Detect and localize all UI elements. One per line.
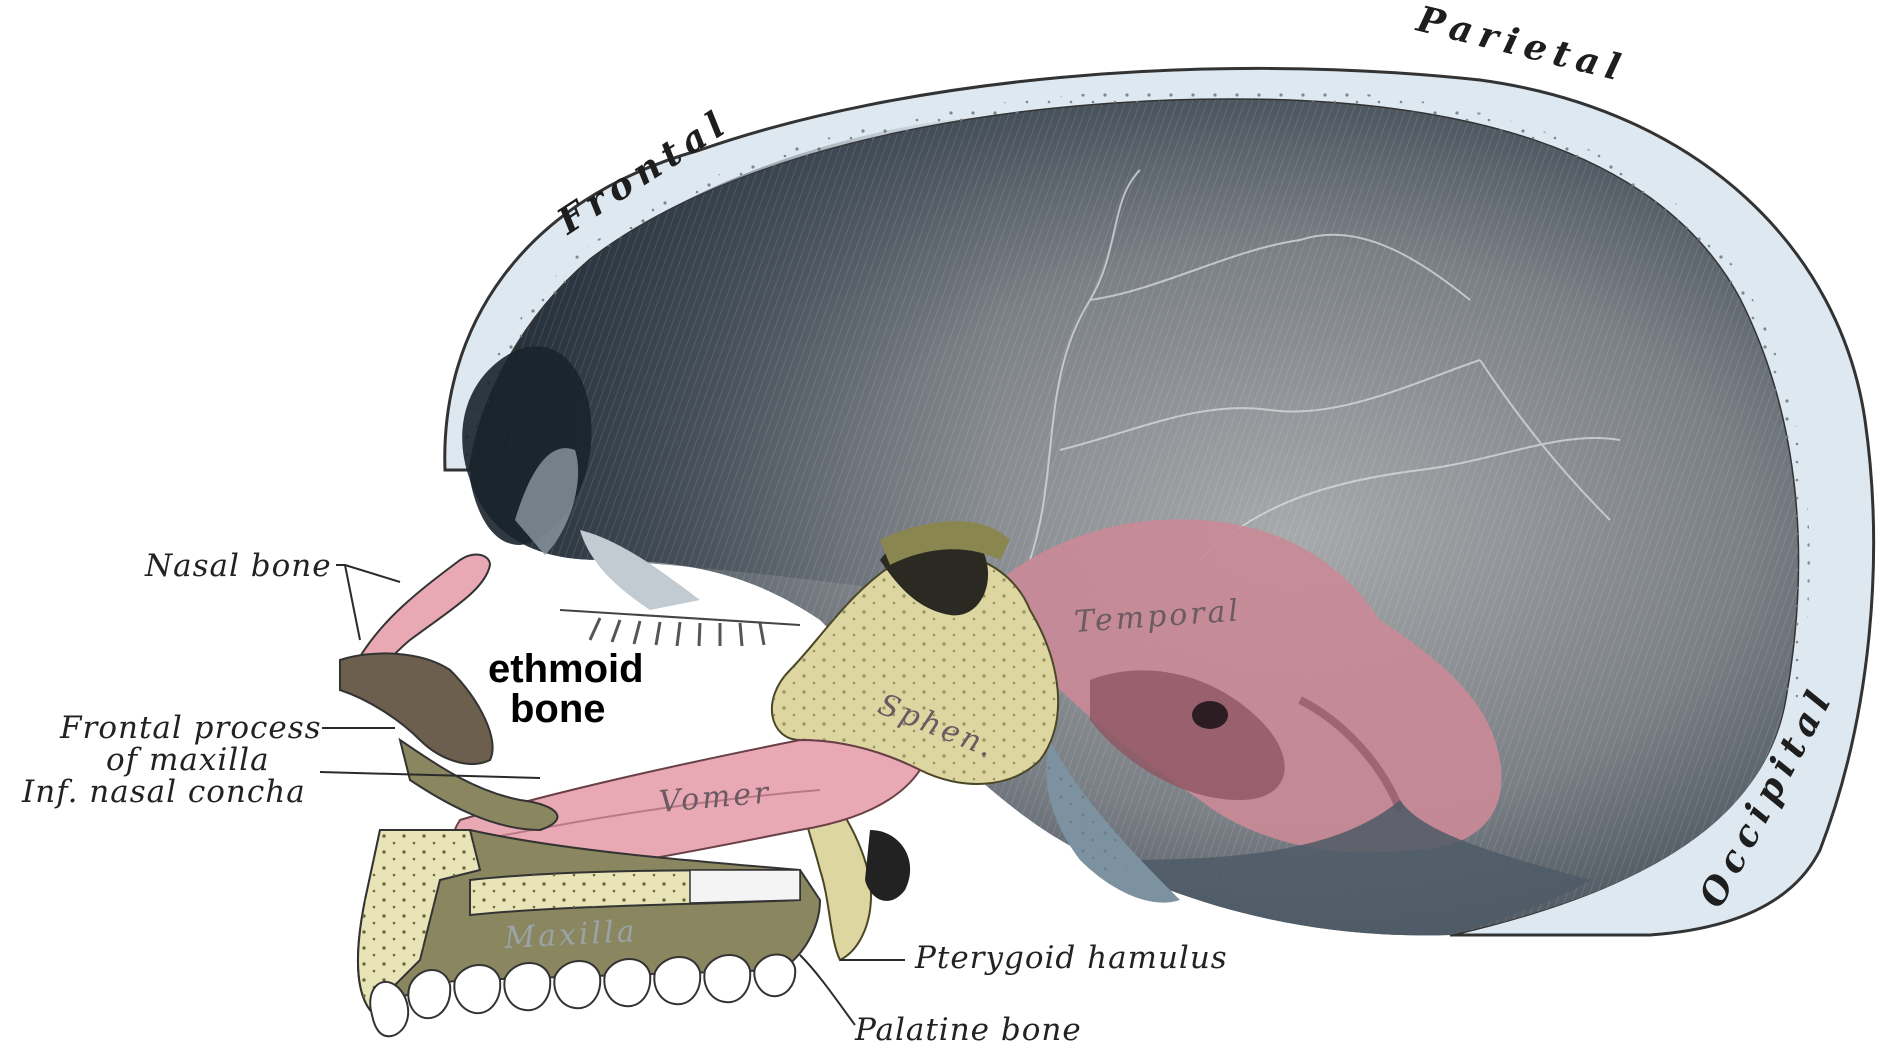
frontal-process-maxilla	[340, 653, 493, 763]
label-frontal-process-2: of maxilla	[106, 742, 270, 778]
overlay-ethmoid-line1: ethmoid	[488, 647, 644, 691]
overlay-ethmoid-line2: bone	[510, 687, 606, 731]
palatine-plate	[690, 870, 800, 903]
label-maxilla: Maxilla	[503, 914, 639, 956]
label-frontal-process-1: Frontal process	[59, 710, 322, 746]
label-nasal-bone: Nasal bone	[144, 548, 332, 584]
label-palatine-bone: Palatine bone	[854, 1012, 1082, 1048]
label-pterygoid-hamulus: Pterygoid hamulus	[914, 940, 1228, 976]
label-inf-nasal-concha: Inf. nasal concha	[21, 774, 306, 810]
